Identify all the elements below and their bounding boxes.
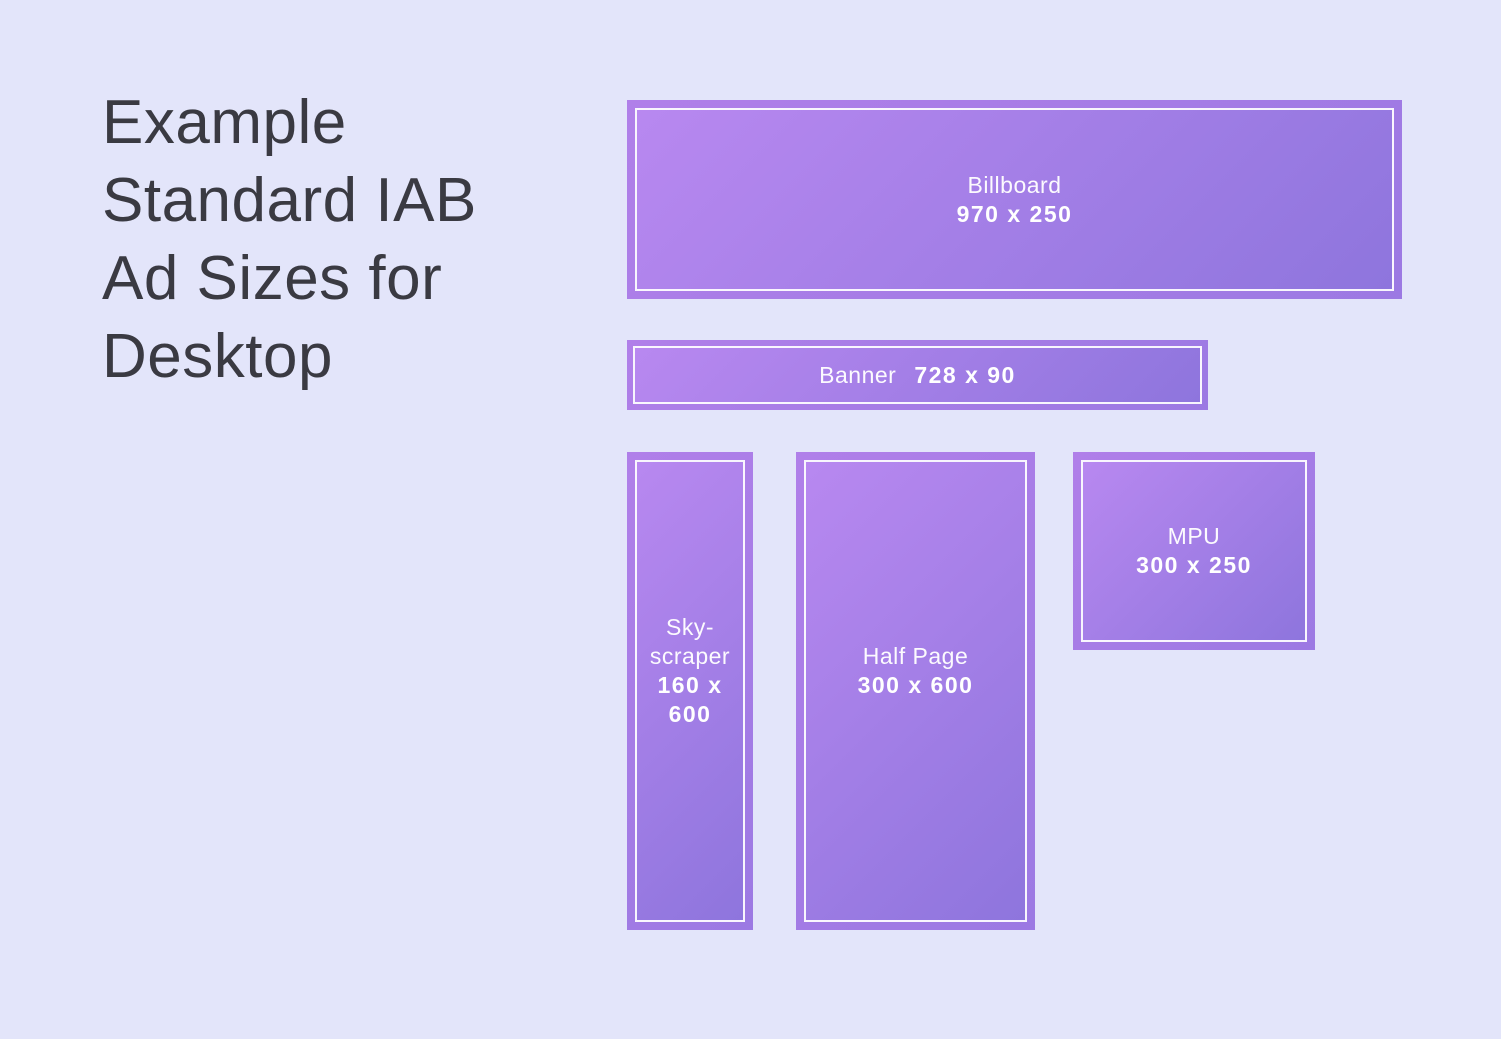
ad-box-banner: Banner 728 x 90: [627, 340, 1208, 410]
ad-box-skyscraper-frame: Sky-scraper 160 x 600: [635, 460, 745, 922]
ad-text-half-page: Half Page 300 x 600: [858, 642, 974, 700]
page-title-line: Ad Sizes for: [102, 244, 443, 313]
ad-box-banner-frame: Banner 728 x 90: [633, 346, 1202, 404]
page-title-line: Desktop: [102, 322, 333, 391]
ad-label: Billboard: [967, 171, 1062, 198]
page-title: Example Standard IAB Ad Sizes for Deskto…: [102, 84, 477, 396]
ad-label: Sky-scraper: [649, 614, 731, 669]
ad-text-billboard: Billboard 970 x 250: [957, 171, 1073, 229]
ad-size: 970 x 250: [956, 200, 1073, 227]
ad-box-billboard: Billboard 970 x 250: [627, 100, 1402, 299]
ad-box-mpu: MPU 300 x 250: [1073, 452, 1315, 650]
ad-size: 728 x 90: [914, 361, 1016, 388]
ad-box-mpu-frame: MPU 300 x 250: [1081, 460, 1307, 642]
page-title-line: Standard IAB: [102, 166, 477, 235]
ad-box-skyscraper: Sky-scraper 160 x 600: [627, 452, 753, 930]
ad-size: 160 x 600: [657, 672, 723, 727]
ad-text-skyscraper: Sky-scraper 160 x 600: [642, 613, 738, 729]
ad-label: MPU: [1167, 523, 1221, 549]
ad-size: 300 x 250: [1136, 552, 1252, 578]
ad-text-mpu: MPU 300 x 250: [1136, 522, 1252, 580]
ad-box-billboard-frame: Billboard 970 x 250: [635, 108, 1394, 291]
ad-box-half-page: Half Page 300 x 600: [796, 452, 1035, 930]
ad-size: 300 x 600: [857, 672, 974, 698]
ad-label: Banner: [819, 361, 897, 388]
ad-text-banner: Banner 728 x 90: [819, 361, 1016, 390]
ad-label: Half Page: [862, 643, 969, 669]
page-title-line: Example: [102, 88, 347, 157]
ad-box-half-page-frame: Half Page 300 x 600: [804, 460, 1027, 922]
